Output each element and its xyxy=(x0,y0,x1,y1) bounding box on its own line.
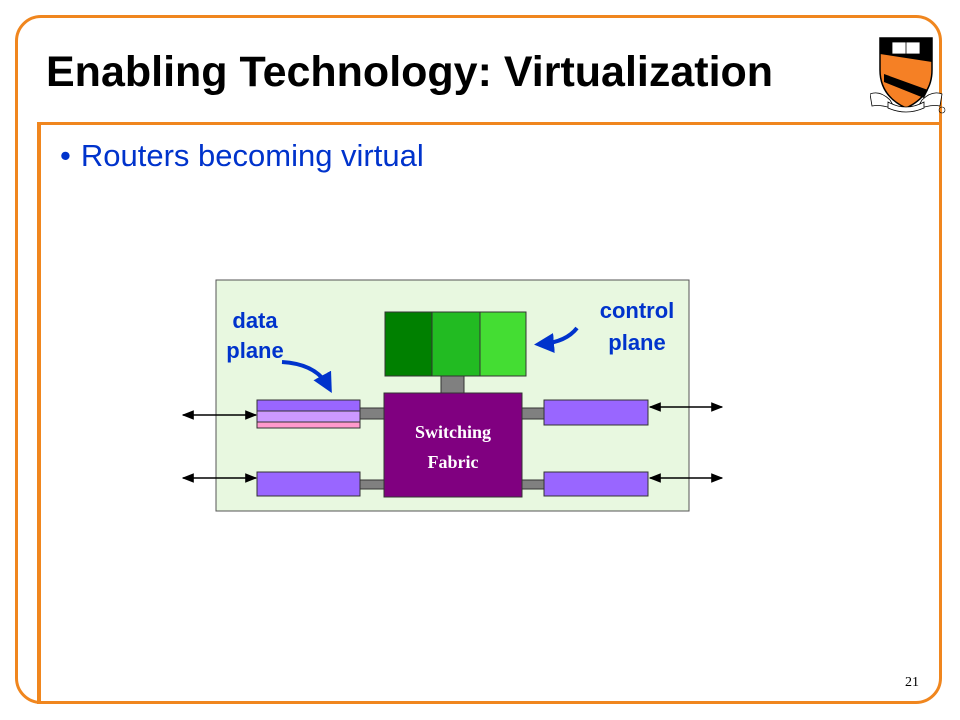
line-card-port-virtual xyxy=(256,421,361,429)
control-plane-block xyxy=(431,311,481,377)
control-plane-pointer-arrow xyxy=(534,326,579,353)
switching-fabric xyxy=(383,392,523,498)
data-plane-pointer-arrow xyxy=(281,360,332,394)
line-card-port xyxy=(256,471,361,497)
control-connector xyxy=(440,375,465,394)
page-number: 21 xyxy=(905,675,919,690)
princeton-shield-icon xyxy=(870,37,946,114)
bullet-dot-icon: • xyxy=(60,138,71,173)
switching-fabric-label: Fabric xyxy=(428,452,479,472)
line-card-port xyxy=(543,399,649,426)
control-plane-label: plane xyxy=(608,330,665,355)
control-plane-block xyxy=(479,311,527,377)
control-plane-block xyxy=(384,311,433,377)
port-connector xyxy=(521,407,545,420)
switching-fabric-label: Switching xyxy=(415,422,491,442)
data-plane-label: data xyxy=(232,308,278,333)
line-card-port xyxy=(543,471,649,497)
port-connector xyxy=(359,479,385,490)
port-connector xyxy=(359,407,385,420)
port-connector xyxy=(521,479,545,490)
control-plane-label: control xyxy=(600,298,675,323)
bullet-text: Routers becoming virtual xyxy=(80,138,424,173)
bullet-item: • Routers becoming virtual xyxy=(60,138,424,174)
line-card-port xyxy=(256,399,361,412)
left-rule xyxy=(37,122,41,704)
slide-frame xyxy=(15,15,942,704)
title-underline xyxy=(37,122,942,125)
line-card-port-virtual xyxy=(256,410,361,423)
slide-title: Enabling Technology: Virtualization xyxy=(46,48,774,96)
data-plane-label: plane xyxy=(226,338,283,363)
